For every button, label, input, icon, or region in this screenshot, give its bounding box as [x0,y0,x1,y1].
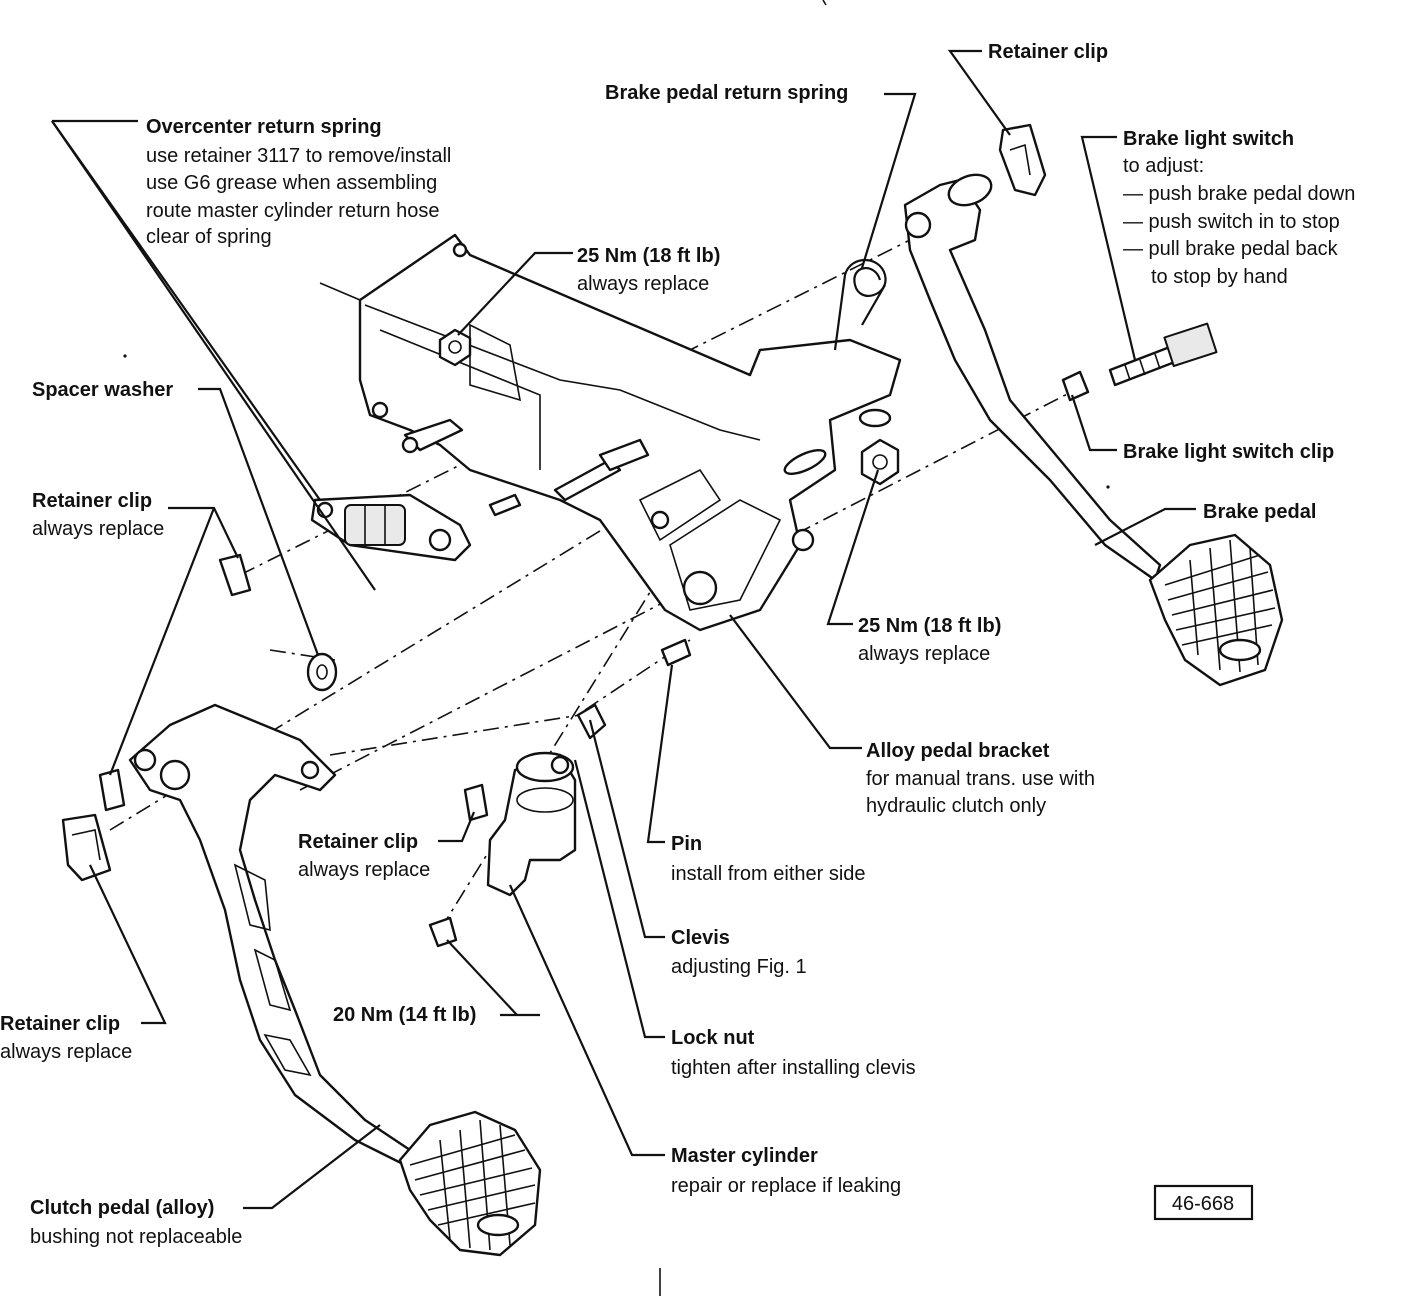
torque-bottom-title: 20 Nm (14 ft lb) [333,1004,476,1026]
nut-right [858,408,900,486]
torque-right-title: 25 Nm (18 ft lb) [858,615,1001,637]
retainer-bottom-title: Retainer clip [0,1013,120,1035]
figure-number-box: 46-668 [1153,1184,1254,1221]
brake-light-switch-line-2: — push brake pedal down [1123,183,1355,205]
pins [123,354,1110,502]
clutch-pedal-part [128,703,542,1257]
brake-pedal-part [903,173,1284,687]
retainer-left-note: always replace [32,518,164,540]
retainer-left-title: Retainer clip [32,490,152,512]
brake-pedal-title: Brake pedal [1203,501,1316,523]
figure-number: 46-668 [1172,1193,1234,1215]
lock-nut-title: Lock nut [671,1027,755,1049]
brake-light-switch-clip-title: Brake light switch clip [1123,441,1334,463]
alloy-bracket-line-2: hydraulic clutch only [866,795,1046,817]
retainer-mid-note: always replace [298,859,430,881]
scan-marks [659,0,827,1296]
master-cylinder-note: repair or replace if leaking [671,1175,901,1197]
clevis-title: Clevis [671,927,730,949]
brake-light-switch-title: Brake light switch [1123,128,1294,150]
lock-nut-note: tighten after installing clevis [671,1057,916,1079]
alloy-bracket-title: Alloy pedal bracket [866,740,1050,762]
alloy-bracket-line-1: for manual trans. use with [866,768,1095,790]
callout-labels: Overcenter return spring use retainer 31… [0,41,1355,1248]
retainer-clip-top [998,123,1047,197]
torque-top-title: 25 Nm (18 ft lb) [577,245,720,267]
torque-top-note: always replace [577,273,709,295]
pin-title: Pin [671,833,702,855]
brake-light-switch-line-3: — push switch in to stop [1123,211,1340,233]
brake-light-switch-part [1061,322,1218,402]
clevis-note: adjusting Fig. 1 [671,956,807,978]
overcenter-line-4: clear of spring [146,226,272,248]
retainer-top-title: Retainer clip [988,41,1108,63]
overcenter-spring-assembly [310,418,522,562]
pin-note: install from either side [671,863,866,885]
parts-illustration [61,123,1284,1257]
brake-light-switch-line-4: — pull brake pedal back [1123,238,1339,260]
brake-return-spring-title: Brake pedal return spring [605,82,848,104]
alloy-pedal-bracket [319,233,902,632]
overcenter-line-3: route master cylinder return hose [146,200,439,222]
master-cylinder-title: Master cylinder [671,1145,818,1167]
overcenter-title: Overcenter return spring [146,116,382,138]
spacer-washer-part [306,652,338,692]
brake-return-spring [833,259,887,351]
torque-right-note: always replace [858,643,990,665]
leader-lines [51,49,1196,1210]
overcenter-line-1: use retainer 3117 to remove/install [146,145,451,167]
retainer-bottom-note: always replace [0,1041,132,1063]
overcenter-line-2: use G6 grease when assembling [146,172,437,194]
retainer-mid-title: Retainer clip [298,831,418,853]
clutch-pedal-title: Clutch pedal (alloy) [30,1197,214,1219]
clutch-pedal-note: bushing not replaceable [30,1226,242,1248]
retainer-clips-left [61,553,489,882]
brake-light-switch-line-5: to stop by hand [1151,266,1288,288]
spacer-washer-title: Spacer washer [32,379,173,401]
brake-light-switch-line-1: to adjust: [1123,155,1204,177]
nut-top [438,328,472,367]
